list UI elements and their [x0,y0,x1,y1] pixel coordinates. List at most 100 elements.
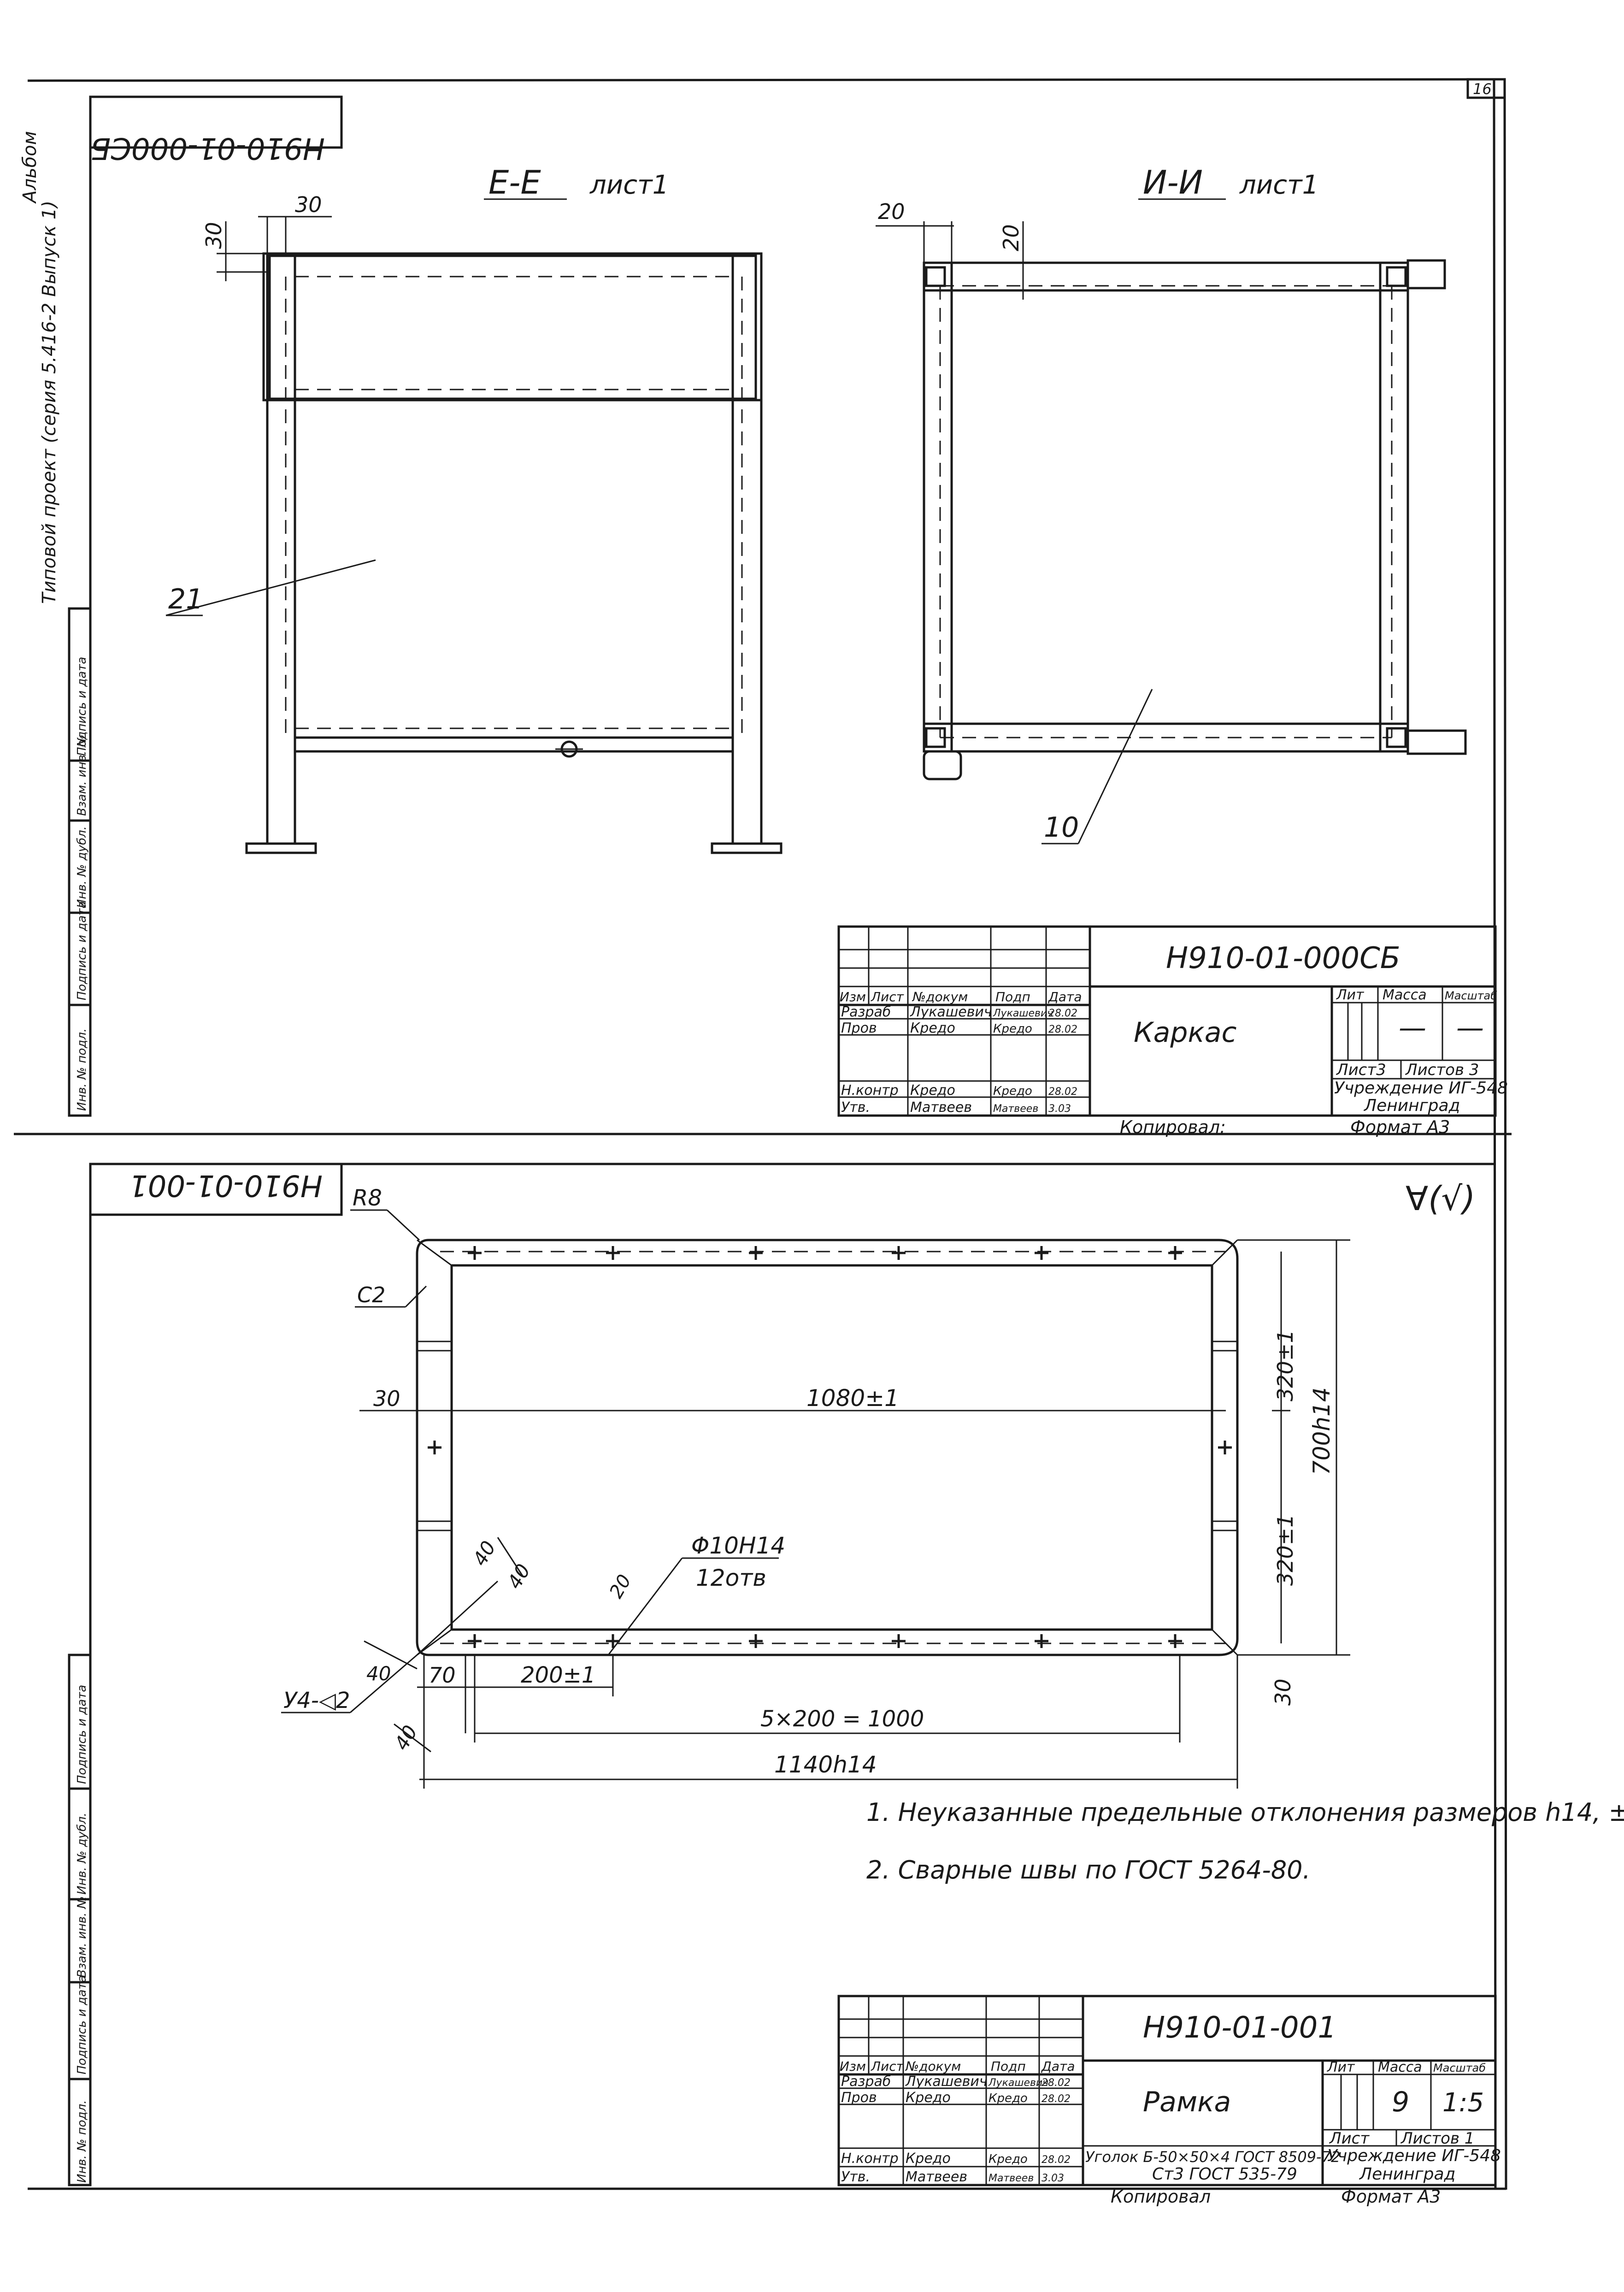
sheet2-sheet: Лист [1329,2129,1370,2148]
sheet1-mass-label: Масса [1383,987,1427,1003]
sheet1-sign-3: Матвеев [993,1103,1038,1115]
dim-1140: 1140h14 [774,1751,877,1778]
margin-field-label: Подпись и дата [75,657,89,756]
sheet1-name-2: Кредо [910,1082,955,1099]
sheet1-role-2: Н.контр [841,1082,899,1099]
sheet2-org: Учреждение ИГ-548 [1327,2146,1501,2165]
sheet1-col-doc: №докум [912,989,968,1004]
margin-field-label: Подпись и дата [75,1685,89,1784]
dim-hole-count: 12отв [696,1565,766,1591]
hole-mark [892,1634,906,1648]
section-ee-ref: лист1 [589,170,669,200]
section-ii-dim-b: 20 [999,224,1024,251]
surface-roughness-sign: ∀(√) [1406,1179,1475,1218]
sheet1-name-1: Кредо [910,1020,955,1036]
section-ii-title: И-И [1143,164,1203,201]
margin-field-label: Инв. № дубл. [75,826,89,908]
section-ee-dim-b: 30 [295,192,322,217]
section-ee-leader-21: 21 [168,583,203,615]
sheet2-mass-label: Масса [1378,2059,1422,2075]
margin-field-label: Инв. № подл. [75,1028,89,1111]
sheet1-date-0: 28.02 [1048,1008,1077,1019]
sheet2-city: Ленинград [1359,2165,1455,2184]
margin-field-label: Инв. № подл. [75,2100,89,2183]
sheet2-role-0: Разраб [841,2073,891,2090]
dim-5x200: 5×200 = 1000 [760,1706,924,1732]
sheet2-role-2: Н.контр [841,2150,899,2167]
sheet1-sheet: Лист3 [1336,1061,1386,1079]
sheet2-part-name: Рамка [1143,2086,1231,2118]
sheet1-title-block: Н910-01-000СБ Каркас Изм Лист №докум Под… [837,925,1508,1137]
sheet2-name-1: Кредо [906,2090,951,2106]
sheet1-part-name: Каркас [1134,1016,1236,1049]
sheet2-sign-1: Кредо [989,2091,1028,2105]
sheet2-date-1: 28.02 [1041,2093,1071,2105]
hole-mark [749,1246,763,1260]
sheet1-copied: Копировал: [1120,1117,1226,1137]
hole-mark [606,1634,620,1648]
sheet2-name-0: Лукашевич [905,2073,988,2090]
margin-field-label: Взам. инв. № [75,1896,89,1978]
sheet1-sheets: Листов 3 [1405,1061,1479,1079]
sheet1-corner-stamp: Н910-01-000СБ [89,95,343,165]
sheet2-mass: 9 [1392,2086,1409,2118]
sheet1-corner-code: Н910-01-000СБ [90,131,325,165]
dim-70: 70 [429,1663,456,1688]
dim-40-b: 40 [503,1560,535,1593]
hole-mark [468,1634,482,1648]
sheet2-date-3: 3.03 [1041,2173,1064,2184]
sheet2-col-list: Лист [871,2059,904,2074]
sheet1-sign-2: Кредо [993,1084,1032,1098]
album-label: Альбом [19,131,41,204]
margin-field-label: Инв. № дубл. [75,1813,89,1895]
hole-mark [749,1634,763,1648]
section-ii: И-И лист1 20 20 10 [876,164,1467,845]
section-ee: Е-Е лист1 30 30 21 [165,164,783,854]
sheet1-sign-1: Кредо [993,1022,1032,1036]
dim-700: 700h14 [1308,1387,1335,1475]
sheet2-sign-2: Кредо [989,2152,1028,2166]
dim-30-right: 30 [1271,1678,1295,1706]
hole-mark [1035,1246,1048,1260]
sheet2-name-2: Кредо [906,2150,951,2167]
sheet-borders [14,78,1512,2190]
page-number: 16 [1473,80,1492,98]
sheet1-role-0: Разраб [841,1004,891,1020]
technical-notes: 1. Неуказанные предельные отклонения раз… [866,1798,1624,1884]
note-1: 1. Неуказанные предельные отклонения раз… [866,1798,1624,1827]
hole-mark [428,1441,441,1454]
sheet2-copied: Копировал [1111,2186,1211,2207]
hole-mark [468,1246,482,1260]
dim-40-a: 40 [468,1537,500,1570]
sheet1-sign-0: Лукашевич [993,1008,1053,1019]
dim-30-left: 30 [373,1386,400,1411]
sheet2-sign-3: Матвеев [989,2173,1034,2184]
sheet2-sign-0: Лукашевич [988,2077,1048,2089]
margin-field-label: Подпись и дата [75,1975,89,2074]
sheet2-col-sign: Подп [991,2059,1026,2074]
sheet1-date-1: 28.02 [1048,1024,1077,1035]
dim-r8: R8 [353,1185,382,1211]
sheet1-scale-label: Масштаб [1445,989,1497,1002]
sheet2-doc-code: Н910-01-001 [1143,2011,1336,2045]
hole-mark [1035,1634,1048,1648]
section-ii-ref: лист1 [1239,170,1318,200]
note-2: 2. Сварные швы по ГОСТ 5264-80. [866,1855,1311,1884]
sheet2-scale: 1:5 [1442,2088,1484,2118]
hole-marks [428,1246,1232,1648]
margin-field-label: Взам. инв. № [75,734,89,816]
sheet2-role-1: Пров [841,2090,877,2106]
sheet1-name-0: Лукашевич [910,1004,992,1020]
dim-20: 20 [606,1571,635,1602]
sheet2-sheets: Листов 1 [1400,2129,1474,2148]
section-ee-dim-a: 30 [201,222,226,249]
frame-dimensions: R8 С2 30 1080±1 320±1 320±1 700h14 30 Φ1… [281,1185,1350,1789]
frame-plan-view [416,1239,1239,1656]
sheet1-col-date: Дата [1047,989,1082,1004]
sheet2-col-doc: №докум [905,2059,961,2074]
section-ii-leader-10: 10 [1044,811,1079,844]
sheet1-name-3: Матвеев [910,1099,972,1116]
sheet1-col-sign: Подп [995,989,1030,1004]
sheet2-lit-label: Лит [1327,2059,1355,2075]
